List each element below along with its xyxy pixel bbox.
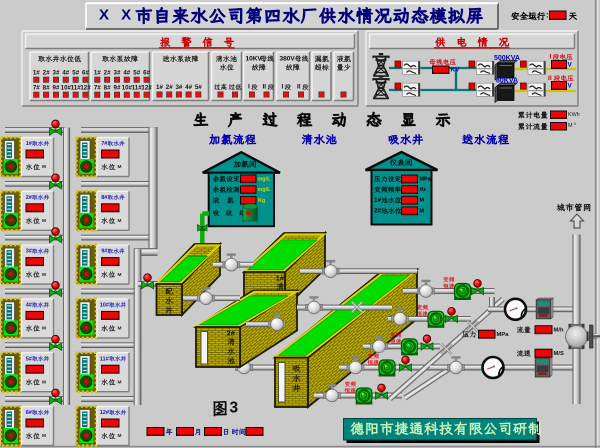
svg-text:Hz: Hz xyxy=(420,187,427,193)
svg-text:mg/L: mg/L xyxy=(258,187,272,193)
svg-text:M: M xyxy=(118,433,122,439)
svg-text:M: M xyxy=(118,272,122,278)
svg-text:1#: 1# xyxy=(374,197,382,204)
svg-text:M/S: M/S xyxy=(554,351,564,357)
svg-text::: : xyxy=(546,11,549,20)
svg-text:M: M xyxy=(118,379,122,385)
svg-text:II: II xyxy=(548,75,552,82)
svg-text:11#: 11# xyxy=(100,356,110,362)
svg-text:MPa: MPa xyxy=(497,332,510,338)
svg-text:II: II xyxy=(297,84,301,91)
svg-text:2#: 2# xyxy=(374,208,382,215)
svg-text:9#: 9# xyxy=(53,84,60,91)
svg-text:12#: 12# xyxy=(100,410,110,416)
svg-text:I: I xyxy=(282,84,284,91)
svg-text:M: M xyxy=(420,208,425,214)
svg-text:M: M xyxy=(118,164,122,170)
svg-text:2#: 2# xyxy=(43,69,50,76)
svg-text:12#: 12# xyxy=(141,84,152,91)
svg-text:3#: 3# xyxy=(26,249,33,255)
svg-text:5#: 5# xyxy=(195,84,202,91)
svg-text:9#: 9# xyxy=(101,249,108,255)
svg-text:I: I xyxy=(248,84,250,91)
svg-text:M/h: M/h xyxy=(554,328,564,334)
svg-text:3#: 3# xyxy=(53,69,60,76)
svg-text:M: M xyxy=(118,218,122,224)
svg-text:M: M xyxy=(42,272,46,278)
svg-text:M: M xyxy=(118,326,122,332)
svg-text:X X: X X xyxy=(99,7,135,24)
svg-text:M: M xyxy=(568,123,573,129)
svg-text:80KVA: 80KVA xyxy=(496,78,518,85)
svg-text:10KV: 10KV xyxy=(246,56,263,63)
svg-text:11#: 11# xyxy=(71,84,82,91)
svg-text:8#: 8# xyxy=(101,195,108,201)
svg-text:3#: 3# xyxy=(175,84,182,91)
svg-text:3: 3 xyxy=(574,121,577,126)
svg-text:6#: 6# xyxy=(143,69,150,76)
svg-text:M: M xyxy=(42,326,46,332)
svg-text:10#: 10# xyxy=(100,303,110,309)
svg-text:9#: 9# xyxy=(114,84,121,91)
svg-text:V: V xyxy=(568,83,573,90)
svg-text:5#: 5# xyxy=(26,356,33,362)
svg-text:5#: 5# xyxy=(72,69,79,76)
svg-text:2#: 2# xyxy=(104,69,111,76)
svg-text:10#: 10# xyxy=(122,84,133,91)
svg-text:M: M xyxy=(42,218,46,224)
svg-text:KV: KV xyxy=(451,67,461,74)
svg-text:4#: 4# xyxy=(26,303,33,309)
svg-text:8#: 8# xyxy=(43,84,50,91)
svg-text:4#: 4# xyxy=(185,84,192,91)
svg-text:1#: 1# xyxy=(94,69,101,76)
svg-text:11#: 11# xyxy=(132,84,143,91)
svg-text:10#: 10# xyxy=(61,84,72,91)
svg-text:7#: 7# xyxy=(101,141,108,147)
svg-text:2#: 2# xyxy=(166,84,173,91)
svg-text:3#: 3# xyxy=(114,69,121,76)
svg-text:4#: 4# xyxy=(62,69,69,76)
svg-text:M: M xyxy=(42,379,46,385)
svg-text:2#: 2# xyxy=(26,195,33,201)
svg-text:8#: 8# xyxy=(104,84,111,91)
svg-text:1#: 1# xyxy=(26,141,33,147)
svg-text:6#: 6# xyxy=(26,410,33,416)
svg-text:6#: 6# xyxy=(82,69,89,76)
svg-text:M: M xyxy=(42,164,46,170)
svg-text:Kg: Kg xyxy=(258,198,266,204)
svg-text:7#: 7# xyxy=(33,84,40,91)
svg-text:380V: 380V xyxy=(280,56,296,63)
svg-text:500KVA: 500KVA xyxy=(494,55,520,62)
svg-text:1#: 1# xyxy=(33,69,40,76)
svg-text:M: M xyxy=(42,433,46,439)
svg-text:4#: 4# xyxy=(123,69,130,76)
svg-text:2#: 2# xyxy=(227,328,236,337)
svg-text:1#: 1# xyxy=(156,84,163,91)
svg-text:7#: 7# xyxy=(94,84,101,91)
svg-text:1#: 1# xyxy=(276,273,285,282)
svg-text:5#: 5# xyxy=(133,69,140,76)
svg-text:V: V xyxy=(568,62,573,69)
svg-text:3: 3 xyxy=(230,400,239,417)
svg-text:KWh: KWh xyxy=(568,112,580,118)
svg-text:I: I xyxy=(550,54,552,61)
svg-text:12#: 12# xyxy=(80,84,91,91)
svg-text:mg/L: mg/L xyxy=(258,176,272,182)
svg-text:M: M xyxy=(420,198,425,204)
svg-text:MPa: MPa xyxy=(420,177,432,183)
svg-text:II: II xyxy=(263,84,267,91)
